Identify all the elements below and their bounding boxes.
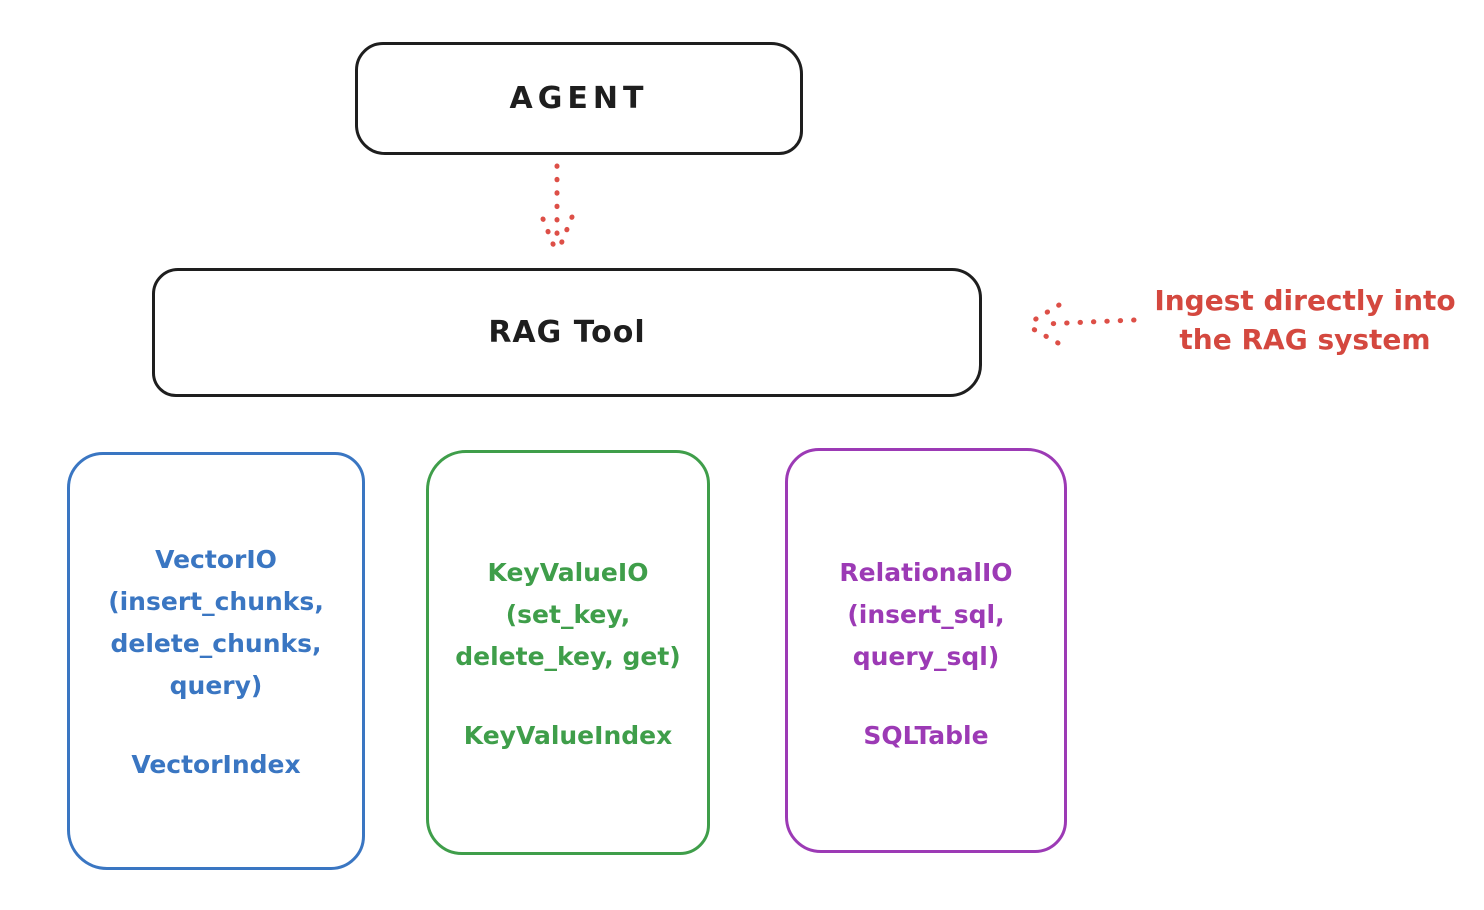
ingest-annotation-arrow-icon <box>1023 302 1137 346</box>
vector-io-box: VectorIO (insert_chunks, delete_chunks, … <box>67 452 365 870</box>
keyvalue-io-line: (set_key, <box>505 600 631 629</box>
vector-io-line: (insert_chunks, <box>108 587 324 616</box>
agent-box: AGENT <box>355 42 803 155</box>
rag-tool-label: RAG Tool <box>488 315 646 350</box>
vector-io-line: VectorIO <box>155 545 277 574</box>
vector-io-line: delete_chunks, <box>110 629 322 658</box>
relational-io-line: (insert_sql, <box>847 600 1005 629</box>
rag-tool-box: RAG Tool <box>152 268 982 397</box>
ingest-annotation: Ingest directly into the RAG system <box>1133 281 1477 359</box>
keyvalue-io-line: delete_key, get) <box>455 642 681 671</box>
relational-io-box: RelationalIO (insert_sql, query_sql) SQL… <box>785 448 1067 853</box>
ingest-annotation-line1: Ingest directly into <box>1154 284 1456 317</box>
relational-io-line: RelationalIO <box>839 558 1013 587</box>
vector-index-label: VectorIndex <box>131 750 301 779</box>
keyvalue-index-label: KeyValueIndex <box>463 721 673 750</box>
sql-table-label: SQLTable <box>863 721 989 750</box>
keyvalue-io-line: KeyValueIO <box>487 558 649 587</box>
agent-to-ragtool-arrow-icon <box>540 163 575 252</box>
keyvalue-io-box: KeyValueIO (set_key, delete_key, get) Ke… <box>426 450 710 855</box>
vector-io-line: query) <box>169 671 263 700</box>
ingest-annotation-line2: the RAG system <box>1179 323 1431 356</box>
relational-io-line: query_sql) <box>852 642 1000 671</box>
agent-label: AGENT <box>509 81 649 116</box>
